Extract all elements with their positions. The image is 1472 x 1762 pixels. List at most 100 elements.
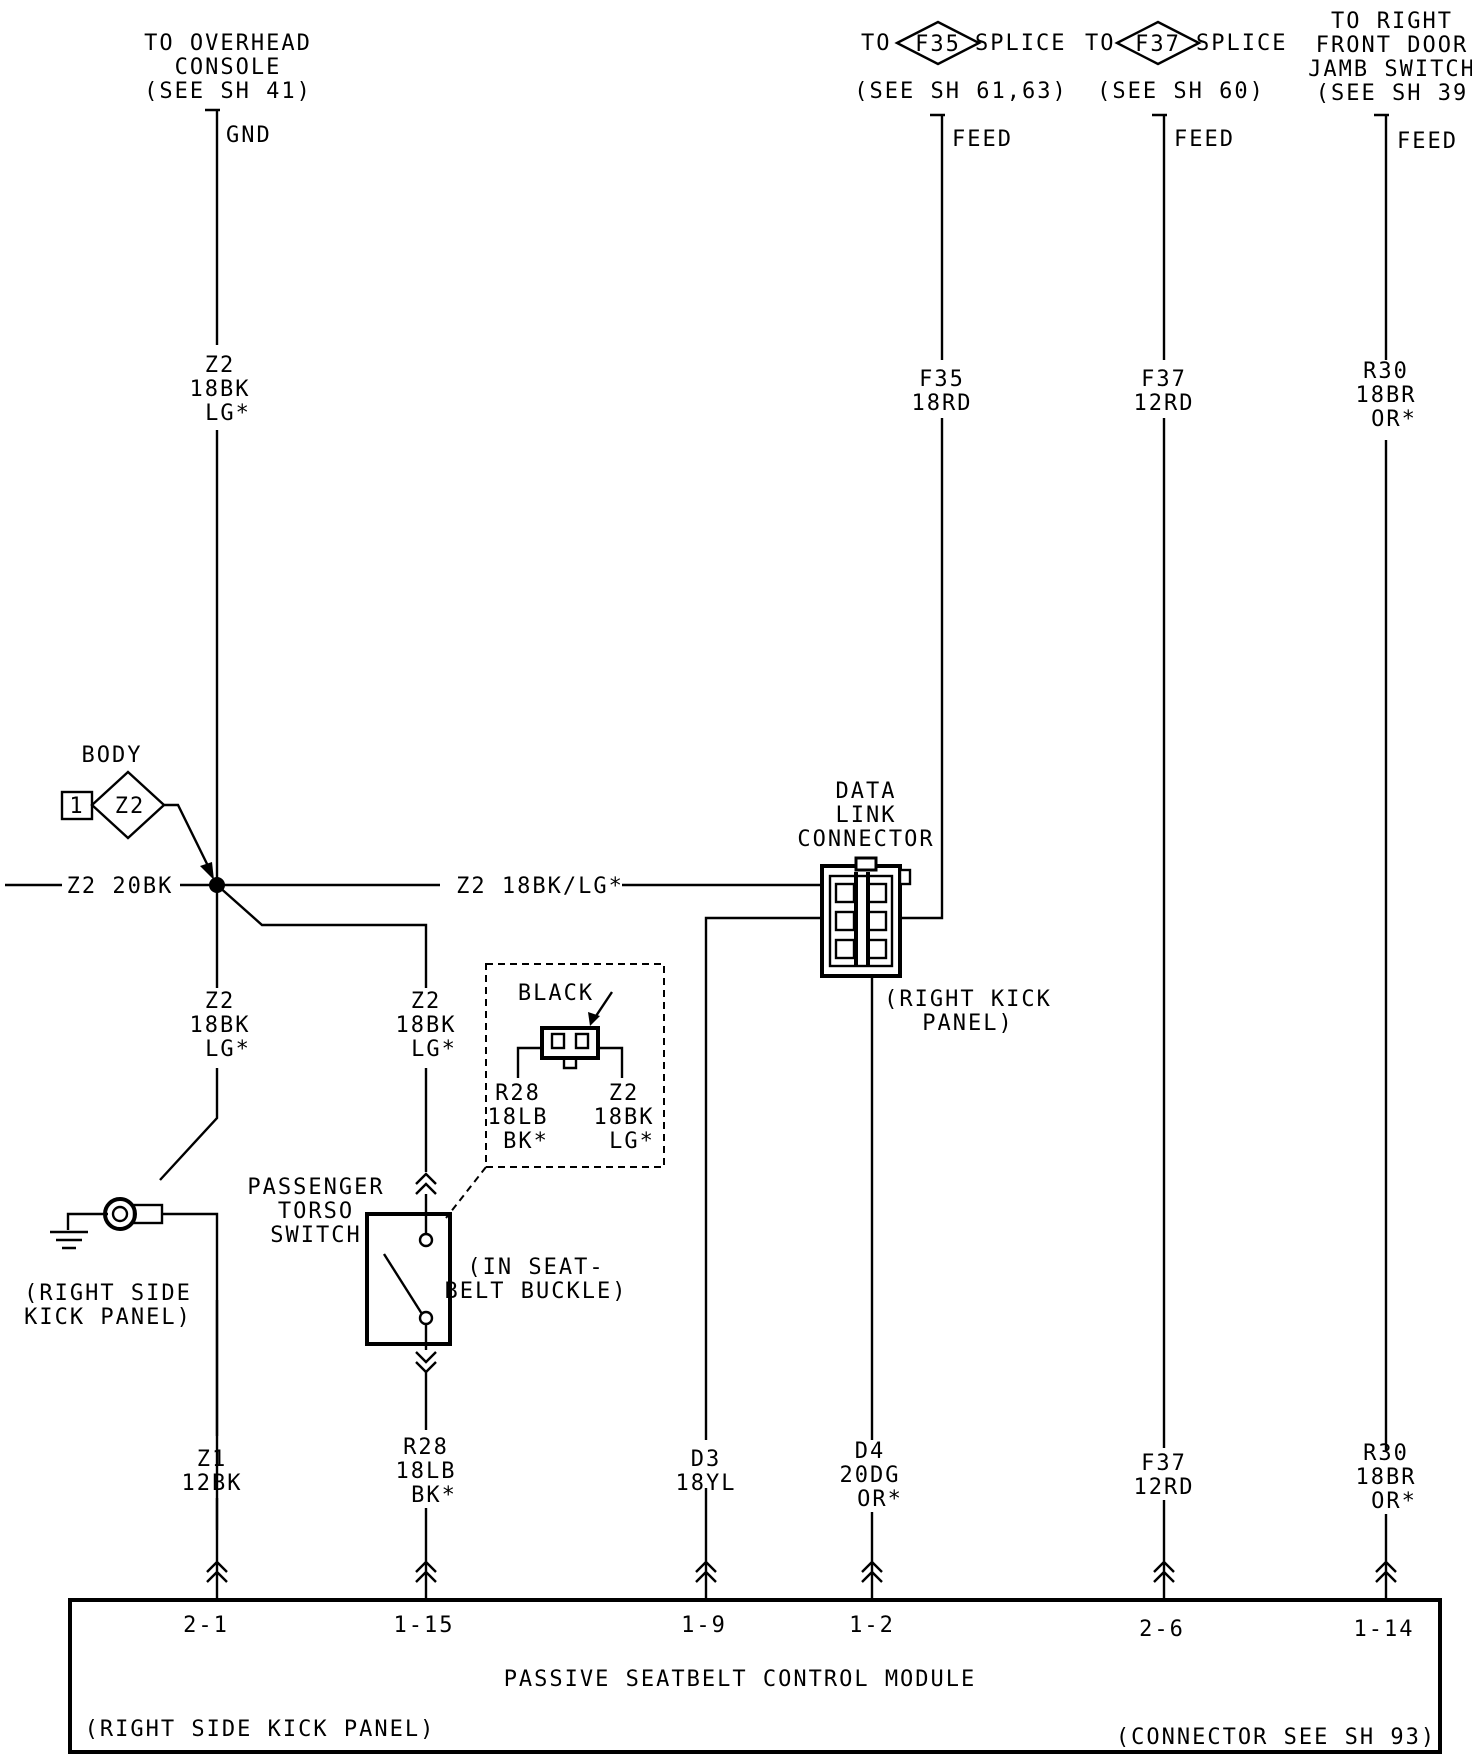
detail-left-lead [516,1046,542,1078]
f35-l2: 18RD [912,391,973,416]
switch-loc2: BELT BUCKLE) [445,1279,628,1304]
switch-contact-top [418,1232,434,1248]
ground-loc1: (RIGHT SIDE [24,1281,192,1306]
detail-cavity-left [550,1032,566,1050]
switch-l1: PASSENGER [247,1175,384,1200]
d4-l1: D4 [855,1439,886,1464]
overhead-line3: (SEE SH 41) [144,79,312,104]
connector-symbol [415,1530,437,1600]
passive-seatbelt-module: 2-1 1-15 1-9 1-2 2-6 1-14 PASSIVE SEATBE… [68,1598,1442,1754]
dlc-cavity [866,938,888,960]
f37-upper-l1: F37 [1141,367,1187,392]
z2-lower-b-l1: Z2 [411,989,442,1014]
body-code: Z2 [115,794,146,819]
z2-upper-l1: Z2 [205,353,236,378]
module-pin-4: 1-2 [849,1613,895,1638]
r30-lower-l2: 18BR [1356,1465,1417,1490]
connector-symbol [415,1172,437,1195]
f37-splice-word: SPLICE [1196,31,1287,56]
d3-wire [704,916,822,1440]
z2-upper-l2: 18BK [190,377,251,402]
module-pin-3: 1-9 [681,1613,727,1638]
connector-symbol [1153,1500,1175,1600]
dlc-cavity [866,882,888,904]
f35-see: (SEE SH 61,63) [854,79,1067,104]
z2-lower-a-l2: 18BK [190,1013,251,1038]
f37-splice-diamond [1114,20,1202,66]
f37-code: F37 [1135,32,1181,57]
door-jamb-ref: TO RIGHT FRONT DOOR JAMB SWITCH (SEE SH … [1308,9,1472,154]
f37-feed: FEED [1174,127,1235,152]
connector-symbol [206,1498,228,1600]
detail-leader [445,1166,487,1219]
dlc-l1: DATA [836,779,897,804]
tag-mark [1152,113,1167,128]
z2-lower-b-l3: LG* [411,1037,457,1062]
module-connector-ref: (CONNECTOR SEE SH 93) [1116,1725,1436,1750]
d4-l2: 20DG [840,1463,901,1488]
detail-color: BLACK [518,981,594,1006]
module-pin-1: 2-1 [183,1613,229,1638]
z2-lower-b-l2: 18BK [396,1013,457,1038]
z1-l2: 12BK [182,1471,243,1496]
f37-lower-l1: F37 [1141,1451,1187,1476]
ground-icon [50,1230,88,1250]
dlc-outer [820,864,902,978]
body-splice: BODY 1 Z2 [60,743,214,880]
detail-right-l3: LG* [609,1129,655,1154]
body-pin: 1 [69,794,84,819]
body-arrow-line [164,803,212,871]
r28-l2: 18LB [396,1459,457,1484]
detail-connector-body [540,1026,600,1060]
dlc-inner [828,874,894,968]
detail-left-l2: 18LB [488,1105,549,1130]
z2-to-ground-wire [159,1068,219,1181]
dlc-l3: CONNECTOR [797,827,934,852]
dlc-cavity [834,938,856,960]
dlc-divider [854,872,870,966]
gnd-tag: GND [226,123,272,148]
detail-pointer-head [588,1012,600,1026]
connector-symbol [861,1530,883,1600]
f35-wire [900,418,944,920]
d3-l2: 18YL [676,1471,737,1496]
f35-splice-diamond [894,20,982,66]
f35-code: F35 [915,32,961,57]
body-label: BODY [82,743,143,768]
passenger-torso-switch: PASSENGER TORSO SWITCH (IN SEAT- BELT BU… [247,1068,628,1530]
module-location: (RIGHT SIDE KICK PANEL) [85,1717,436,1742]
switch-l3: SWITCH [270,1223,361,1248]
detail-latch [562,1058,578,1070]
ground-lead [66,1212,108,1230]
z2-upper-l3: LG* [205,401,251,426]
ground-loc2: KICK PANEL) [24,1305,192,1330]
overhead-line1: TO OVERHEAD [144,31,312,56]
tag-mark [205,108,220,125]
z2-left-label: Z2 20BK [67,874,174,899]
detail-right-lead [598,1046,624,1078]
module-box [68,1598,1442,1754]
r28-l1: R28 [403,1435,449,1460]
f37-to: TO [1085,31,1116,56]
data-link-connector: DATA LINK CONNECTOR (RIGHT KICK PANEL) [797,779,1049,1036]
switch-blade [382,1253,424,1315]
detail-cavity-right [574,1032,590,1050]
detail-left-l1: R28 [495,1081,541,1106]
connector-symbol [1375,1514,1397,1600]
detail-box [485,963,665,1168]
dlc-key [854,856,878,872]
jamb-feed: FEED [1397,129,1458,154]
terminal-crimp [132,1203,164,1225]
connector-symbol [415,1351,437,1374]
overhead-line2: CONSOLE [175,55,282,80]
f35-splice-ref: TO F35 SPLICE (SEE SH 61,63) FEED [854,20,1067,152]
r28-l3: BK* [411,1483,457,1508]
r30-upper-l3: OR* [1371,407,1417,432]
switch-body [365,1212,452,1346]
z2-lower-a-l1: Z2 [205,989,236,1014]
dlc-tab [898,868,912,886]
jamb-line1: TO RIGHT [1331,9,1453,34]
detail-left-l3: BK* [503,1129,549,1154]
ground-symbol: (RIGHT SIDE KICK PANEL) [24,1068,219,1530]
f37-upper-l2: 12RD [1134,391,1195,416]
